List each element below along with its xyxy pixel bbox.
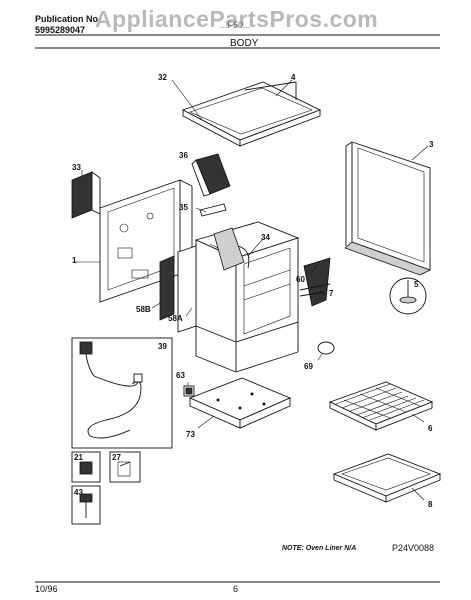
callout-32: 32 [158, 73, 167, 82]
leader-32 [171, 79, 203, 121]
watermark: AppliancePartsPros.com [95, 6, 379, 32]
section-title: BODY [230, 38, 259, 49]
leader-3 [411, 145, 429, 161]
callout-63: 63 [176, 371, 185, 380]
callout-34: 34 [261, 233, 270, 242]
callout-7: 7 [329, 289, 334, 298]
leader-58b [151, 301, 163, 309]
page-number: 6 [233, 584, 239, 594]
callout-35: 35 [179, 203, 188, 212]
callout-27: 27 [112, 453, 121, 462]
oven-liner-note: NOTE: Oven Liner N/A [282, 545, 357, 552]
inset-power-cord [71, 337, 173, 449]
publication-label: Publication No. [35, 14, 101, 24]
publication-date: 10/96 [35, 584, 58, 594]
part-58b [159, 255, 175, 321]
part-foot [317, 341, 335, 361]
leader-8 [411, 487, 425, 501]
part-hinge [299, 257, 331, 307]
callout-1: 1 [72, 256, 77, 265]
callout-39: 39 [158, 342, 167, 351]
inset-part-21 [71, 451, 101, 483]
diagram-code: P24V0088 [392, 543, 435, 553]
leader-4 [275, 79, 293, 97]
callout-36: 36 [179, 151, 188, 160]
leader-7 [319, 291, 327, 295]
leader-60 [311, 263, 319, 273]
callout-3: 3 [429, 140, 434, 149]
callout-69: 69 [304, 362, 313, 371]
part-35 [195, 203, 227, 217]
callout-21: 21 [74, 453, 83, 462]
part-58a [177, 245, 197, 333]
callout-6: 6 [428, 424, 433, 433]
part-broil-pan [332, 453, 442, 503]
callout-33: 33 [72, 163, 81, 172]
part-36 [191, 153, 231, 197]
publication-number: 5995289047 [35, 25, 86, 35]
leader-58a [185, 307, 193, 317]
callout-58a: 58A [168, 314, 183, 323]
part-oven-frame [194, 221, 300, 373]
part-oven-rack [328, 381, 434, 431]
part-top-panel [181, 81, 322, 147]
part-leveling-leg [389, 277, 427, 315]
callout-8: 8 [428, 500, 433, 509]
leader-73 [197, 415, 215, 429]
part-side-panel [344, 141, 432, 276]
callout-60: 60 [296, 275, 305, 284]
part-bottom-panel [188, 377, 292, 429]
callout-43: 43 [74, 488, 83, 497]
inset-part-27 [109, 451, 141, 483]
callout-73: 73 [186, 430, 195, 439]
part-63 [183, 385, 195, 397]
model-fragment: ...F50... [220, 20, 251, 30]
part-bracket-33 [71, 171, 101, 219]
inset-part-43 [71, 485, 101, 525]
callout-4: 4 [291, 73, 296, 82]
leader-6 [411, 413, 425, 423]
callout-58b: 58B [136, 305, 151, 314]
leader-34 [247, 239, 263, 257]
callout-5: 5 [414, 280, 419, 289]
